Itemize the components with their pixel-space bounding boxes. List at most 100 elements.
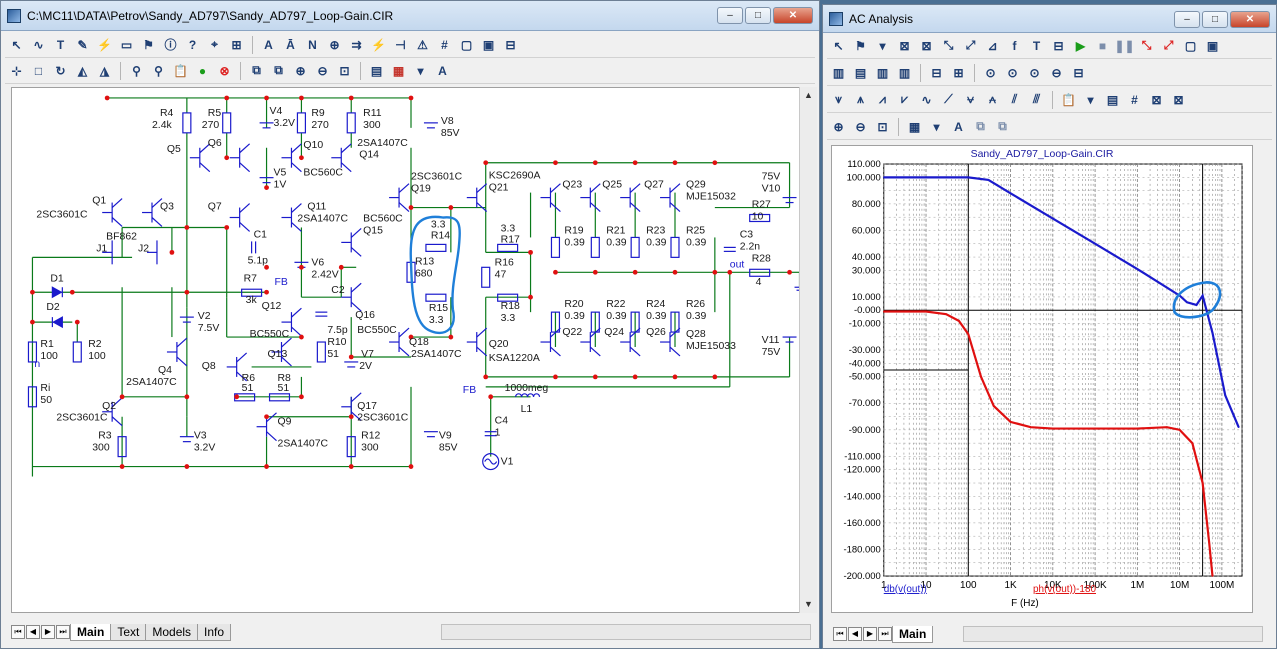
text-mode-icon[interactable]: T — [56, 37, 65, 52]
conditions-icon[interactable]: ⊣ — [395, 37, 406, 52]
resistor-r19[interactable] — [550, 236, 561, 258]
window-icon[interactable]: ⊞ — [953, 65, 964, 80]
transistor-q21[interactable] — [466, 183, 488, 212]
grid-toggle-icon[interactable]: # — [441, 37, 448, 52]
tab-text[interactable]: Text — [110, 623, 147, 641]
flip-horizontal-icon[interactable]: ◭ — [77, 63, 88, 78]
scale-icon[interactable]: ⊠ — [921, 38, 932, 53]
transistor-q6[interactable] — [229, 143, 251, 173]
component-icon[interactable]: ⚡ — [97, 37, 112, 52]
dropdown-arrow-icon[interactable]: ▾ — [1087, 92, 1094, 107]
stop-icon[interactable]: ⊗ — [219, 63, 230, 78]
text-icon[interactable]: T — [1032, 38, 1041, 53]
maximize-button[interactable]: □ — [745, 7, 771, 24]
pen-icon[interactable]: ✎ — [77, 37, 88, 52]
properties-icon[interactable]: ⊟ — [1073, 65, 1084, 80]
paste-icon[interactable]: ⧉ — [274, 63, 283, 77]
transistor-q23[interactable] — [540, 183, 561, 212]
prev-tab-icon[interactable]: ◀ — [848, 627, 862, 641]
wire-mode-icon[interactable]: ∿ — [33, 37, 44, 52]
marker-icon[interactable]: ⊿ — [987, 38, 998, 53]
copy-icon[interactable]: ⧉ — [976, 119, 985, 133]
resistor-r15[interactable] — [425, 293, 447, 302]
flag-icon[interactable]: ⚑ — [855, 38, 866, 53]
dropdown-arrow-icon[interactable]: ▾ — [879, 38, 886, 53]
last-tab-icon[interactable]: ⏭ — [878, 627, 892, 641]
top-icon[interactable]: ⫽ — [1011, 92, 1018, 106]
bus-icon[interactable]: ▭ — [120, 37, 133, 52]
valley-icon[interactable]: ⩚ — [857, 92, 864, 106]
numbers-icon[interactable]: # — [1131, 92, 1138, 107]
zoom-icon[interactable]: ⊙ — [985, 65, 996, 80]
zoom-icon[interactable]: ⊖ — [1051, 65, 1062, 80]
select-box-icon[interactable]: ⊹ — [11, 63, 22, 78]
border-icon[interactable]: ▣ — [482, 37, 495, 52]
inductor-l1[interactable] — [515, 393, 541, 397]
zoom-out-icon[interactable]: ⊖ — [855, 119, 866, 134]
transistor-q28[interactable] — [660, 327, 681, 357]
list-icon[interactable]: ▤ — [1106, 92, 1119, 107]
diode-d2[interactable] — [51, 316, 63, 329]
transistor-q16[interactable] — [341, 282, 362, 312]
transistor-q8[interactable] — [226, 352, 248, 382]
global-low-icon[interactable]: ⩜ — [989, 92, 996, 106]
analysis-horizontal-scrollbar[interactable] — [963, 626, 1263, 642]
tab-models[interactable]: Models — [145, 623, 199, 641]
resistor-r17[interactable] — [497, 243, 519, 252]
grid-icon[interactable]: ⊞ — [231, 37, 242, 52]
resistor-r4[interactable] — [182, 112, 192, 134]
zoom-in-icon[interactable]: ⊕ — [295, 63, 306, 78]
source-v8[interactable] — [423, 122, 438, 129]
dropdown-arrow-icon[interactable]: ▾ — [417, 63, 424, 78]
high-icon[interactable]: ⩘ — [879, 92, 886, 106]
transistor-q20[interactable] — [466, 327, 488, 357]
transistor-q29[interactable] — [660, 183, 681, 212]
source-v11[interactable] — [782, 336, 797, 343]
current-icon[interactable]: ⇉ — [351, 37, 362, 52]
transistor-q22[interactable] — [540, 327, 561, 357]
transistor-q19[interactable] — [389, 183, 410, 212]
resistor-r12[interactable] — [346, 436, 356, 458]
next-tab-icon[interactable]: ▶ — [41, 625, 55, 639]
paste-icon[interactable]: ⧉ — [998, 119, 1007, 133]
schematic-vertical-scrollbar[interactable]: ▲ ▼ — [799, 87, 817, 613]
resistor-r10[interactable] — [316, 341, 326, 363]
transistor-q24[interactable] — [580, 327, 601, 357]
source-v5[interactable] — [259, 177, 274, 184]
font-icon[interactable]: A — [438, 63, 447, 78]
zoom-out-icon[interactable]: ⊖ — [317, 63, 328, 78]
clipboard-icon[interactable]: 📋 — [1061, 92, 1076, 107]
transistor-q13[interactable] — [271, 337, 292, 367]
resistor-r5[interactable] — [222, 112, 232, 134]
transistor-q5[interactable] — [189, 143, 211, 173]
transistor-q9[interactable] — [256, 412, 277, 442]
tab-main[interactable]: Main — [70, 623, 112, 641]
source-v7[interactable] — [344, 361, 359, 368]
select-mode-icon[interactable]: ↖ — [833, 38, 844, 53]
transistor-q7[interactable] — [229, 203, 251, 232]
table-icon[interactable]: ▥ — [876, 65, 889, 80]
zoom-fit-icon[interactable]: ⊡ — [339, 63, 350, 78]
zoom-fit-icon[interactable]: ⊡ — [877, 119, 888, 134]
flag-icon[interactable]: ⚑ — [143, 37, 154, 52]
transistor-q26[interactable] — [620, 327, 641, 357]
help-icon[interactable]: ? — [188, 37, 197, 52]
transistor-q17[interactable] — [341, 392, 362, 422]
inflection-icon[interactable]: ∿ — [921, 92, 932, 107]
transistor-q1[interactable] — [102, 198, 123, 227]
transistor-q3[interactable] — [142, 198, 163, 227]
source-v2[interactable] — [179, 316, 194, 323]
zoom-icon[interactable]: ⊙ — [1029, 65, 1040, 80]
analysis-titlebar[interactable]: AC Analysis – □ ✕ — [823, 5, 1276, 33]
resistor-r2[interactable] — [72, 341, 82, 363]
source-v9[interactable] — [423, 431, 438, 438]
source-v4[interactable] — [259, 122, 274, 129]
transistor-q15[interactable] — [341, 228, 362, 257]
cursor-icon[interactable]: ⤡ — [1141, 38, 1152, 52]
jfet-j1[interactable] — [102, 240, 113, 265]
dropdown-arrow-icon[interactable]: ▾ — [933, 119, 940, 134]
find-next-icon[interactable]: ⚲ — [154, 63, 163, 78]
resistor-r16[interactable] — [481, 266, 491, 288]
page-icon[interactable]: ▢ — [460, 37, 473, 52]
source-v3[interactable] — [179, 436, 194, 443]
